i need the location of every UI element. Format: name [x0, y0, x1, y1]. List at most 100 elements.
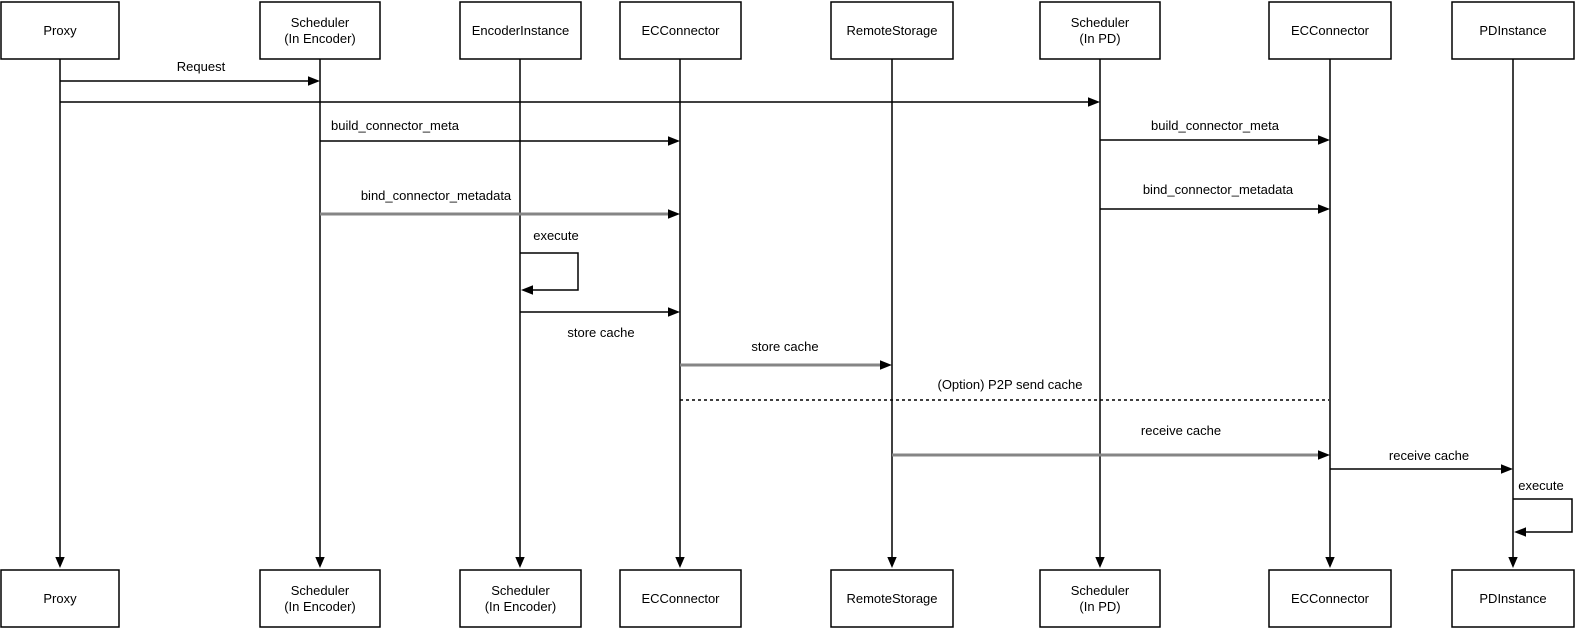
message-receive-cache-remote: receive cache: [892, 423, 1330, 460]
lifeline-pd-instance: [1508, 59, 1518, 568]
lifeline-scheduler-in-encoder: [315, 59, 325, 568]
message-label: (Option) P2P send cache: [937, 377, 1082, 392]
message-label: Request: [177, 59, 226, 74]
message-label: receive cache: [1389, 448, 1469, 463]
arrowhead: [515, 557, 525, 568]
message-encoder-store-cache: store cache: [520, 307, 680, 340]
participant-label: EncoderInstance: [472, 23, 570, 38]
participant-box-rect: [1039, 569, 1161, 628]
participant-box-rect: [259, 1, 381, 60]
participant-bottom-box-pd-instance: PDInstance: [1451, 569, 1575, 628]
participant-label: Scheduler(In Encoder): [485, 583, 557, 614]
message-bind-connector-metadata-pd: bind_connector_metadata: [1100, 182, 1330, 214]
participant-box-rect: [459, 569, 582, 628]
self-loop-label: execute: [1518, 478, 1564, 493]
participant-box-rect: [1451, 1, 1575, 60]
participant-bottom-box-ec-connector-encoder: ECConnector: [619, 569, 742, 628]
participant-top-box-proxy: Proxy: [0, 1, 120, 60]
participant-top-box-scheduler-in-pd: Scheduler(In PD): [1039, 1, 1161, 60]
participant-box-rect: [259, 569, 381, 628]
participant-label: ECConnector: [1291, 23, 1370, 38]
participant-label: ECConnector: [641, 23, 720, 38]
participant-bottom-box-scheduler-in-pd: Scheduler(In PD): [1039, 569, 1161, 628]
message-label: receive cache: [1141, 423, 1221, 438]
message-label: build_connector_meta: [331, 118, 460, 133]
participant-label: Scheduler(In Encoder): [284, 15, 356, 46]
arrowhead: [880, 360, 892, 370]
arrowhead: [668, 307, 680, 317]
arrowhead: [668, 136, 680, 146]
participant-bottom-box-ec-connector-pd: ECConnector: [1268, 569, 1392, 628]
arrowhead: [521, 285, 533, 295]
participant-box-rect: [1268, 1, 1392, 60]
execute-encoder-loop: execute: [520, 228, 579, 295]
participant-box-rect: [1451, 569, 1575, 628]
message-bind-connector-metadata-encoder: bind_connector_metadata: [320, 188, 680, 219]
participant-bottom-box-proxy: Proxy: [0, 569, 120, 628]
message-request: Request: [60, 59, 320, 86]
lifeline-ec-connector-encoder: [675, 59, 685, 568]
participant-label: Scheduler(In PD): [1071, 583, 1130, 614]
participant-box-rect: [830, 1, 954, 60]
message-build-connector-meta-encoder: build_connector_meta: [320, 118, 680, 146]
participant-box-rect: [619, 569, 742, 628]
participant-bottom-box-remote-storage: RemoteStorage: [830, 569, 954, 628]
message-label: bind_connector_metadata: [361, 188, 512, 203]
participant-box-rect: [1039, 1, 1161, 60]
participant-box-rect: [0, 1, 120, 60]
participant-box-rect: [1268, 569, 1392, 628]
message-receive-cache-pd: receive cache: [1330, 448, 1513, 474]
participant-top-box-ec-connector-encoder: ECConnector: [619, 1, 742, 60]
participant-label: PDInstance: [1479, 591, 1546, 606]
participant-bottom-box-scheduler-in-encoder: Scheduler(In Encoder): [259, 569, 381, 628]
arrowhead: [1501, 464, 1513, 474]
participant-box-rect: [0, 569, 120, 628]
arrowhead: [668, 209, 680, 219]
participant-label: Scheduler(In Encoder): [284, 583, 356, 614]
participant-box-rect: [619, 1, 742, 60]
arrowhead: [675, 557, 685, 568]
participant-box-rect: [830, 569, 954, 628]
arrowhead: [1088, 97, 1100, 107]
arrowhead: [1325, 557, 1335, 568]
arrowhead: [1318, 450, 1330, 460]
self-loop-path: [1513, 498, 1573, 533]
message-label: build_connector_meta: [1151, 118, 1280, 133]
message-label: bind_connector_metadata: [1143, 182, 1294, 197]
lifeline-remote-storage: [887, 59, 897, 568]
arrowhead: [1508, 557, 1518, 568]
participant-label: Proxy: [43, 591, 77, 606]
message-label: store cache: [567, 325, 634, 340]
message-store-cache-remote: store cache: [680, 339, 892, 370]
participant-label: RemoteStorage: [846, 23, 937, 38]
arrowhead: [308, 76, 320, 86]
participant-top-box-pd-instance: PDInstance: [1451, 1, 1575, 60]
participant-top-box-remote-storage: RemoteStorage: [830, 1, 954, 60]
self-loop-path: [520, 252, 579, 291]
arrowhead: [1514, 527, 1526, 537]
arrowhead: [315, 557, 325, 568]
arrowhead: [1318, 135, 1330, 145]
participant-top-box-encoder-instance: EncoderInstance: [459, 1, 582, 60]
participant-label: RemoteStorage: [846, 591, 937, 606]
message-build-connector-meta-pd: build_connector_meta: [1100, 118, 1330, 145]
participant-label: Proxy: [43, 23, 77, 38]
arrowhead: [1318, 204, 1330, 214]
participant-top-box-scheduler-in-encoder: Scheduler(In Encoder): [259, 1, 381, 60]
self-loop-label: execute: [533, 228, 579, 243]
message-label: store cache: [751, 339, 818, 354]
lifeline-proxy: [55, 59, 65, 568]
arrowhead: [55, 557, 65, 568]
message-proxy-to-scheduler-pd: [60, 97, 1100, 107]
participant-label: Scheduler(In PD): [1071, 15, 1130, 46]
participant-label: ECConnector: [1291, 591, 1370, 606]
participant-label: PDInstance: [1479, 23, 1546, 38]
participant-bottom-box-encoder-instance: Scheduler(In Encoder): [459, 569, 582, 628]
execute-pd-loop: execute: [1513, 478, 1573, 537]
lifeline-encoder-instance: [515, 59, 525, 568]
arrowhead: [887, 557, 897, 568]
message-p2p-send-cache: (Option) P2P send cache: [680, 377, 1329, 401]
lifeline-ec-connector-pd: [1325, 59, 1335, 568]
participant-box-rect: [459, 1, 582, 60]
